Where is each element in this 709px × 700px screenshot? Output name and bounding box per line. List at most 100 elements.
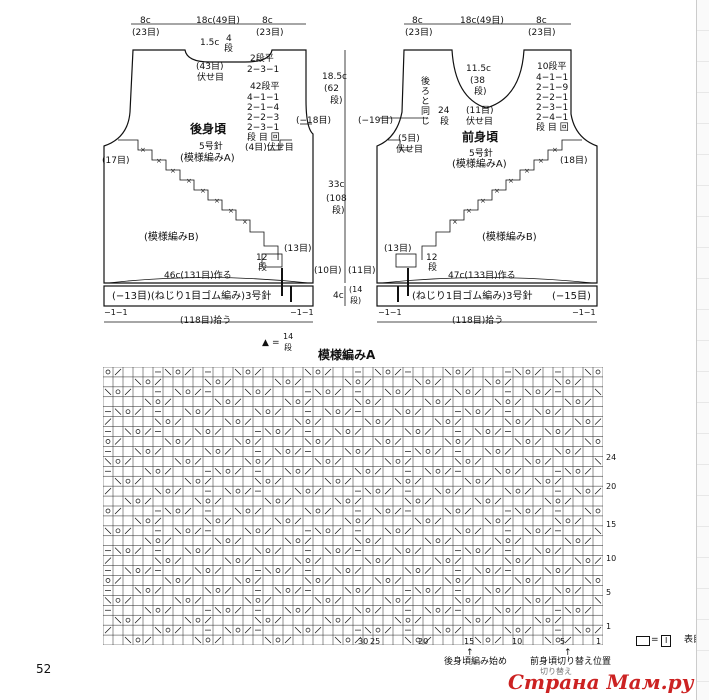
svg-text:×: × [494, 187, 500, 195]
front-rows24: 24 [438, 106, 450, 116]
back-width: 46c(131目)作る [164, 271, 232, 281]
back-height-main-rows: (108 [326, 194, 347, 204]
front-dec-3: 2−3−1 [536, 103, 569, 113]
front-edge-right: −1−1 [572, 308, 596, 317]
back-dec-b-0: 4−1−1 [247, 93, 280, 103]
back-neck-rows: 4 [226, 34, 232, 44]
front-dec-foot: 段 目 回 [536, 123, 569, 133]
back-dec-b-3: 2−3−1 [247, 123, 280, 133]
back-rib-rows: (14 [349, 285, 363, 294]
back-height-top-rows: (62 [324, 84, 339, 94]
front-arm-sts: (5目) [398, 134, 420, 144]
repeat-arrow-icon: ▲ [262, 338, 269, 348]
col-label-25: 25 [370, 637, 381, 646]
svg-text:×: × [524, 167, 530, 175]
back-dec-b-head: 42段平 [250, 82, 280, 92]
back-castoff-count: (43目) [196, 62, 224, 72]
back-dec-b-1: 2−1−4 [247, 103, 280, 113]
svg-text:×: × [242, 218, 248, 226]
repeat-eq: = [272, 338, 280, 348]
svg-text:×: × [214, 197, 220, 205]
back-dec-b-foot2: (4目)伏せ目 [245, 143, 294, 153]
row-label-15: 15 [606, 520, 617, 529]
front-neck-castoff: 伏せ目 [466, 117, 494, 127]
col-label-10: 10 [512, 637, 523, 646]
col-label-20: 20 [418, 637, 429, 646]
note-front-arrow-icon: ↑ [564, 648, 572, 658]
front-top-right: 8c [536, 16, 547, 26]
front-dec-head: 10段平 [537, 62, 567, 72]
front-title: 前身頃 [462, 130, 499, 144]
front-rows24-unit: 段 [440, 117, 450, 127]
back-top-mid: 18c(49目) [196, 16, 240, 26]
back-title: 後身頃 [190, 122, 227, 136]
front-needle: 5号針 [469, 149, 493, 159]
svg-text:×: × [140, 146, 146, 154]
front-pattern-a: (模様編みA) [452, 159, 507, 170]
svg-text:×: × [480, 197, 486, 205]
svg-text:×: × [170, 167, 176, 175]
back-needle: 5号針 [199, 142, 223, 152]
back-castoff: 伏せ目 [197, 73, 225, 83]
svg-text:×: × [200, 187, 206, 195]
back-height-top-rows2: 段) [330, 96, 343, 106]
front-neck-sts: (11目) [466, 106, 494, 116]
front-top-left-sts: (23目) [405, 28, 433, 38]
repeat-rows: 14 [283, 332, 294, 341]
page-edge-strip [696, 0, 709, 700]
front-top-mid: 18c(49目) [460, 16, 504, 26]
svg-text:×: × [228, 207, 234, 215]
back-height-main: 33c [328, 180, 345, 190]
svg-text:×: × [452, 218, 458, 226]
col-label-15: 15 [464, 637, 475, 646]
front-top-left: 8c [412, 16, 423, 26]
col-label-30: 30 [358, 637, 369, 646]
back-height-main-rows2: 段) [332, 206, 345, 216]
front-pattern-b: (模様編みB) [482, 232, 537, 243]
col-label-5: 5 [560, 637, 566, 646]
legend-eq: = [651, 635, 659, 645]
row-label-5: 5 [606, 588, 612, 597]
note-front-change2: 切り替え [540, 667, 572, 676]
front-arm-castoff: 伏せ目 [396, 145, 424, 155]
stitch-chart [103, 367, 603, 645]
svg-text:×: × [552, 146, 558, 154]
back-dec-b-foot: 段 目 回 [247, 133, 280, 143]
front-edge-left: −1−1 [378, 308, 402, 317]
back-small-sts: (13目) [284, 244, 312, 254]
front-small-sts: (13目) [384, 244, 412, 254]
back-top-left-sts: (23目) [132, 28, 160, 38]
back-rib-h: 4c [333, 291, 344, 301]
front-rib: (ねじり1目ゴム編み)3号針 [412, 291, 533, 302]
row-label-1: 1 [606, 622, 612, 631]
row-label-10: 10 [606, 554, 617, 563]
back-arm-left: (17目) [102, 156, 130, 166]
front-arm-left: (−19目) [358, 116, 394, 126]
note-back-arrow-icon: ↑ [466, 648, 474, 658]
row-label-20: 20 [606, 482, 617, 491]
back-side-sts: (10目) [314, 266, 342, 276]
back-arm-right: (−18目) [296, 116, 332, 126]
front-neck-height: 11.5c [466, 64, 491, 74]
legend-text: 表目 [684, 635, 703, 645]
back-pattern-a: (模様編みA) [180, 153, 235, 164]
back-neck-rows-unit: 段 [224, 44, 234, 54]
front-dec-2: 2−2−1 [536, 93, 569, 103]
front-small-rows: 12 [426, 253, 438, 263]
front-dec-4: 2−4−1 [536, 113, 569, 123]
back-small-rows2: 段 [258, 263, 268, 273]
back-top-left: 8c [140, 16, 151, 26]
back-height-top: 18.5c [322, 72, 347, 82]
chart-title: 模様編みA [318, 348, 376, 362]
back-neck-height: 1.5c [200, 38, 220, 48]
note-back-start: 後身頃編み始め [444, 657, 508, 667]
svg-text:×: × [186, 177, 192, 185]
back-edge-right: −1−1 [290, 308, 314, 317]
front-side-sts: (11目) [348, 266, 376, 276]
back-small-rows: 12 [256, 253, 268, 263]
front-back-same: 後ろと同じ [419, 76, 429, 126]
svg-text:×: × [508, 177, 514, 185]
row-label-24: 24 [606, 453, 617, 462]
